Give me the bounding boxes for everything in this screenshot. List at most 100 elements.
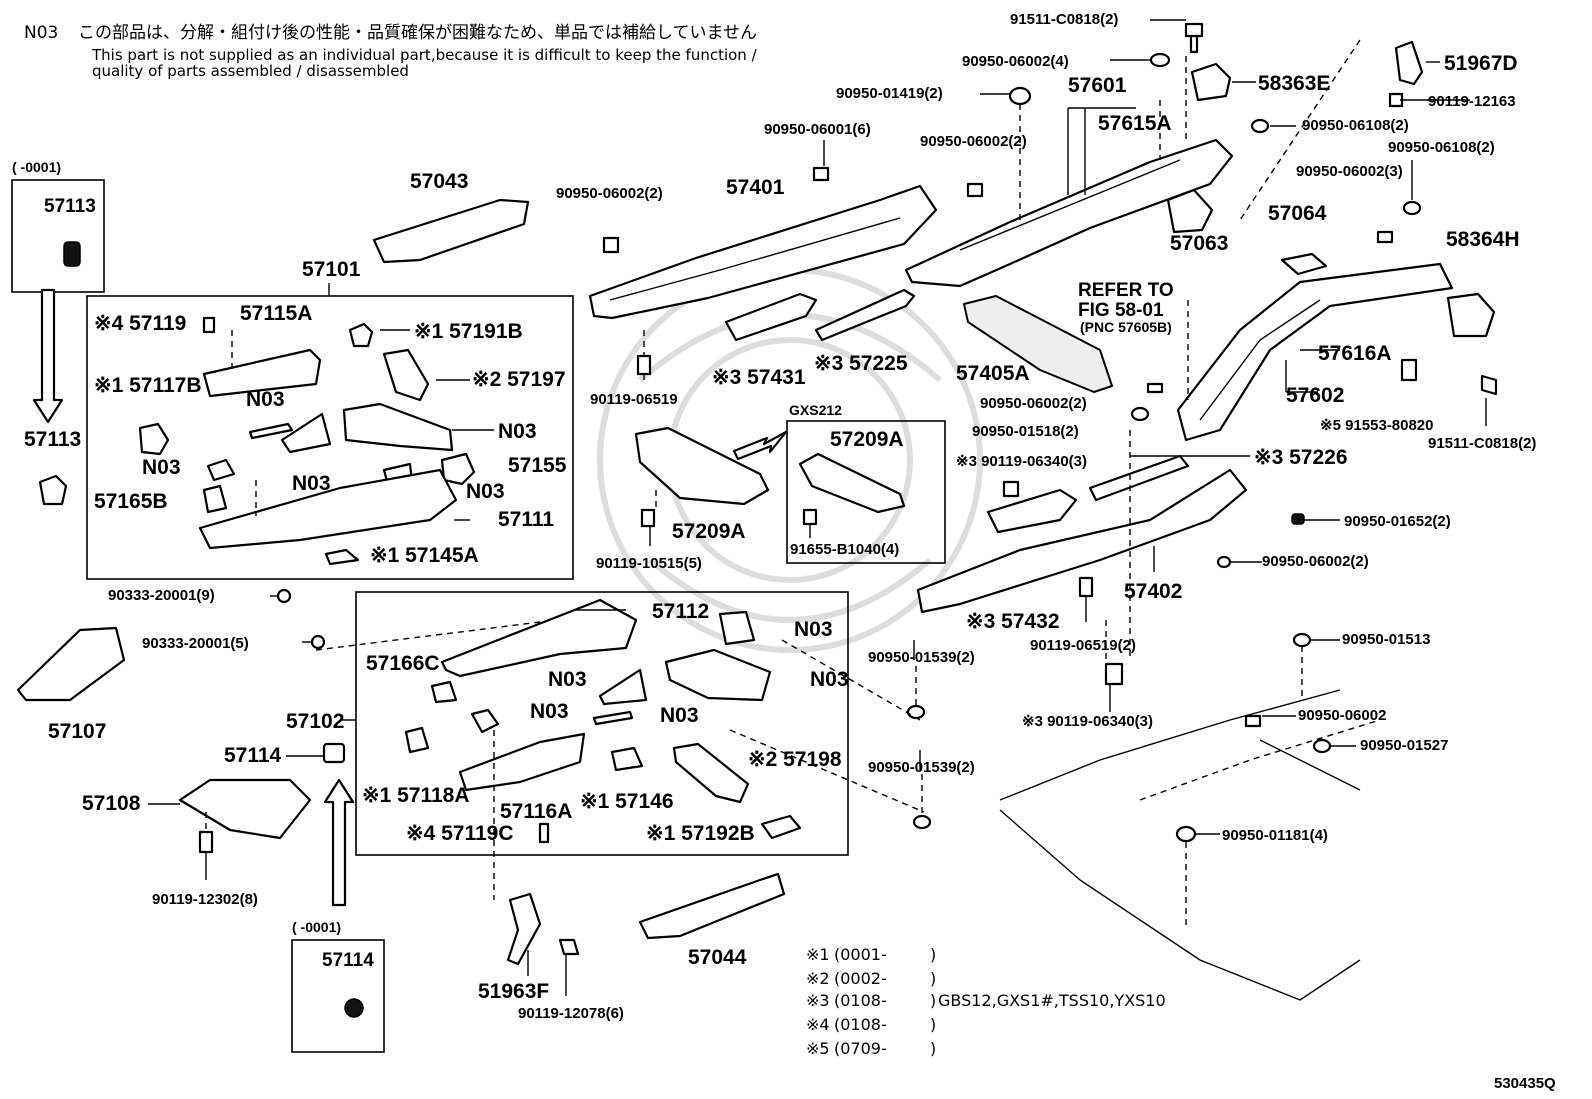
bolt-91511 xyxy=(1184,22,1204,54)
plug-01652 xyxy=(1291,513,1305,525)
bracket-51963F xyxy=(506,892,542,966)
label-90333-20001-9: 90333-20001(9) xyxy=(108,587,215,604)
floor-pan-outline xyxy=(999,689,1381,1001)
label-57064: 57064 xyxy=(1268,202,1327,225)
svg-text:※5: ※5 xyxy=(806,1039,830,1058)
label-57616A: 57616A xyxy=(1318,342,1392,365)
label-90950-01527: 90950-01527 xyxy=(1360,737,1448,754)
clip-90333-b xyxy=(310,634,326,650)
bolt-90119-12078 xyxy=(558,938,580,956)
label-57108: 57108 xyxy=(82,792,141,815)
plug-01181 xyxy=(1175,825,1197,843)
label-57165B: 57165B xyxy=(94,490,168,513)
label-90333-20001-5: 90333-20001(5) xyxy=(142,635,249,652)
bracket-51967D xyxy=(1394,40,1424,86)
label-57192B: ※1 57192B xyxy=(646,822,755,845)
bolt-06519-b xyxy=(1078,576,1094,598)
plate-n03-a xyxy=(248,422,294,440)
label-90950-01419: 90950-01419(2) xyxy=(836,85,943,102)
plug-06002-e xyxy=(1146,382,1164,394)
member-57112 xyxy=(440,598,638,678)
plug-06002-f xyxy=(1244,714,1262,728)
rail-57044 xyxy=(638,872,786,940)
label-n03-d: N03 xyxy=(292,472,331,495)
label-57155: 57155 xyxy=(508,454,567,477)
label-90950-06002: 90950-06002 xyxy=(1298,707,1386,724)
plate-n03-j xyxy=(592,710,634,726)
plug-06002-d xyxy=(966,182,984,198)
up-arrow xyxy=(323,778,355,907)
label-57044: 57044 xyxy=(688,946,747,969)
svg-text:(0001-: (0001- xyxy=(834,945,887,964)
frame-57111 xyxy=(198,468,458,550)
label-57401: 57401 xyxy=(726,176,785,199)
label-57615A: 57615A xyxy=(1098,112,1172,135)
svg-text:※4: ※4 xyxy=(806,1015,830,1034)
bolt-90119-12163 xyxy=(1388,92,1404,108)
bracket-n03-b xyxy=(280,412,332,454)
label-n03-g: N03 xyxy=(548,668,587,691)
label-57118A: ※1 57118A xyxy=(362,784,470,807)
group-box-57102 xyxy=(355,591,849,856)
label-n03-i: N03 xyxy=(530,700,569,723)
bolt-91511-b xyxy=(1480,374,1498,396)
svg-text:): ) xyxy=(930,991,936,1010)
part-labels: 91511-C0818(2) 90950-06002(4) 51967D 583… xyxy=(24,11,1536,1022)
clip-57191B xyxy=(348,322,374,348)
refer-line2: FIG 58-01 xyxy=(1078,300,1164,321)
bracket-57432 xyxy=(986,488,1078,534)
svg-text:): ) xyxy=(930,945,936,964)
label-57114: 57114 xyxy=(224,744,282,767)
panel-n03-c xyxy=(342,402,454,452)
label-91511-c0818-bottom: 91511-C0818(2) xyxy=(1428,435,1536,452)
member-57402 xyxy=(916,468,1248,614)
label-90950-01513: 90950-01513 xyxy=(1342,631,1430,648)
label-57107: 57107 xyxy=(48,720,106,743)
plug-01539-b xyxy=(912,814,932,830)
bracket-57198 xyxy=(672,742,750,804)
label-57209A: 57209A xyxy=(672,520,746,543)
bracket-57119C xyxy=(538,822,550,844)
svg-text:): ) xyxy=(930,969,936,988)
plug-01513 xyxy=(1292,632,1312,648)
bracket-n03-e xyxy=(206,458,236,482)
plug-01527 xyxy=(1312,738,1332,754)
label-57102: 57102 xyxy=(286,710,344,733)
clip-57114-inset xyxy=(344,998,364,1018)
clip-57113-b xyxy=(38,474,68,506)
label-58364H: 58364H xyxy=(1446,228,1520,251)
member-57405A xyxy=(963,295,1113,393)
label-57113-b: 57113 xyxy=(24,428,81,451)
svg-text:※3: ※3 xyxy=(806,991,830,1010)
clip-57192B xyxy=(760,814,802,840)
label-n03-j: N03 xyxy=(660,704,699,727)
plug-06001 xyxy=(812,166,830,182)
label-57225: ※3 57225 xyxy=(814,352,908,375)
svg-text:※2: ※2 xyxy=(806,969,830,988)
crossmember-57209A-gxs xyxy=(798,452,906,514)
inset-box-57113 xyxy=(11,179,105,293)
label-91511-c0818-top: 91511-C0818(2) xyxy=(1010,11,1118,28)
bracket-57064 xyxy=(1280,252,1328,276)
label-57191B: ※1 57191B xyxy=(414,320,523,343)
brace-57226 xyxy=(1088,454,1190,502)
legend-row: ※4 (0108- ) xyxy=(806,1015,936,1034)
clip-57146 xyxy=(610,746,644,772)
clip-57114 xyxy=(322,742,346,764)
inset-bottom-part: 57114 xyxy=(322,950,374,971)
label-90119-06519-2: 90119-06519(2) xyxy=(1030,637,1136,654)
model-legend: ※1 (0001- ) ※2 (0002- ) ※3 (0108- ) GBS1… xyxy=(806,945,1166,1058)
clip-57145A xyxy=(324,548,360,566)
label-91655-b1040: 91655-B1040(4) xyxy=(790,541,899,558)
label-51963F: 51963F xyxy=(478,980,549,1003)
rail-57043 xyxy=(372,198,530,264)
label-n03-b: N03 xyxy=(498,420,537,443)
svg-text:): ) xyxy=(930,1039,936,1058)
bolt-90119-10515 xyxy=(640,508,656,528)
gxs212-box xyxy=(786,420,946,564)
member-57116A xyxy=(458,732,586,792)
label-90119-06340-b: ※3 90119-06340(3) xyxy=(1022,713,1153,730)
bracket-57165B xyxy=(202,484,228,514)
label-90119-10515: 90119-10515(5) xyxy=(596,555,702,572)
label-90950-06108-b: 90950-06108(2) xyxy=(1388,139,1495,156)
